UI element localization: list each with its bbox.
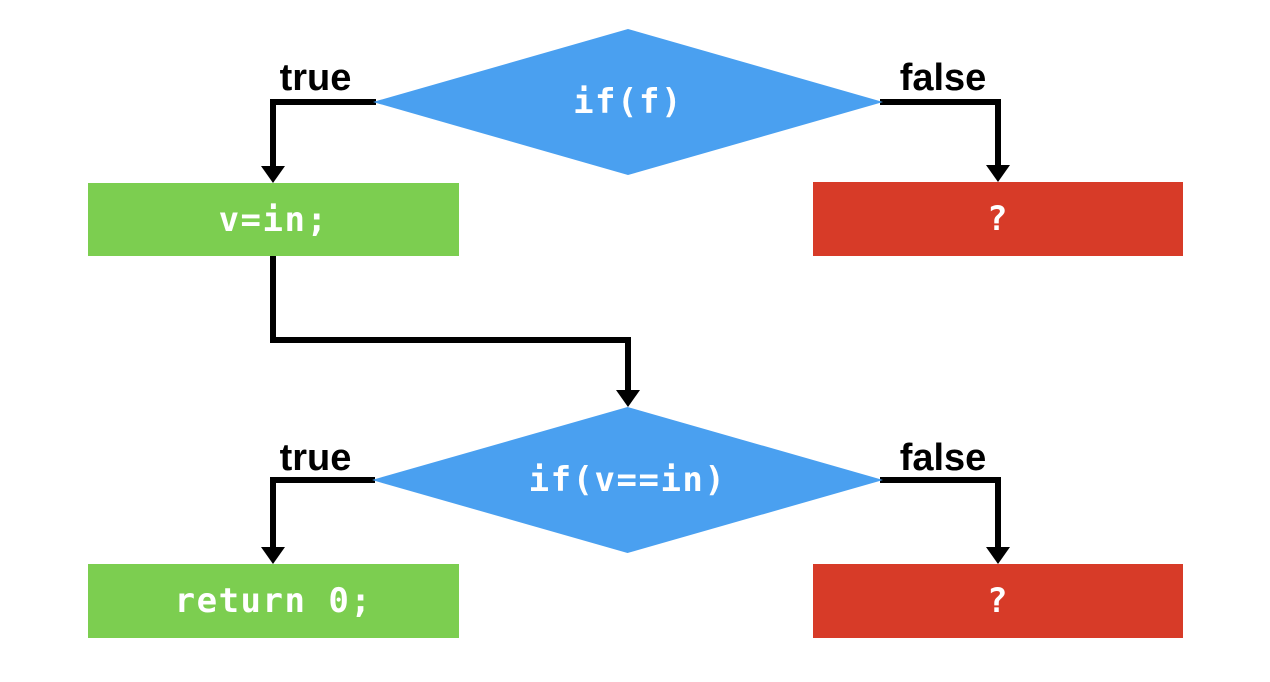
branch-label-true-2: true bbox=[279, 437, 352, 479]
arrowhead-to-decision-2 bbox=[616, 390, 640, 407]
edge-decision1-false-horizontal bbox=[880, 99, 1001, 105]
branch-label-false-1: false bbox=[899, 57, 987, 99]
edge-assign-to-decision2-vertical-1 bbox=[270, 256, 276, 343]
edge-decision1-true-vertical bbox=[270, 99, 276, 169]
decision-node-if-f: if(f) bbox=[373, 29, 883, 175]
edge-decision2-true-vertical bbox=[270, 477, 276, 549]
edge-assign-to-decision2-horizontal bbox=[270, 337, 631, 343]
branch-label-false-2: false bbox=[899, 437, 987, 479]
edge-assign-to-decision2-vertical-2 bbox=[625, 337, 631, 394]
arrowhead-to-unknown-2 bbox=[986, 547, 1010, 564]
failure-node-unknown-1-label: ? bbox=[987, 199, 1009, 239]
decision-node-if-f-label: if(f) bbox=[573, 82, 683, 122]
process-node-return-label: return 0; bbox=[174, 581, 373, 621]
arrowhead-to-unknown-1 bbox=[986, 165, 1010, 182]
failure-node-unknown-1: ? bbox=[813, 182, 1183, 256]
failure-node-unknown-2-label: ? bbox=[987, 581, 1009, 621]
arrowhead-to-process-return bbox=[261, 547, 285, 564]
edge-decision2-false-vertical bbox=[995, 477, 1001, 549]
process-node-assign: v=in; bbox=[88, 183, 459, 256]
edge-decision1-false-vertical bbox=[995, 99, 1001, 169]
failure-node-unknown-2: ? bbox=[813, 564, 1183, 638]
branch-label-true-1: true bbox=[279, 57, 352, 99]
process-node-assign-label: v=in; bbox=[218, 199, 329, 240]
edge-decision2-true-horizontal bbox=[270, 477, 375, 483]
decision-node-if-v-eq-in-label: if(v==in) bbox=[528, 460, 727, 500]
process-node-return: return 0; bbox=[88, 564, 459, 638]
edge-decision2-false-horizontal bbox=[880, 477, 1001, 483]
decision-node-if-v-eq-in: if(v==in) bbox=[372, 407, 883, 553]
arrowhead-to-process-assign bbox=[261, 166, 285, 183]
edge-decision1-true-horizontal bbox=[270, 99, 376, 105]
